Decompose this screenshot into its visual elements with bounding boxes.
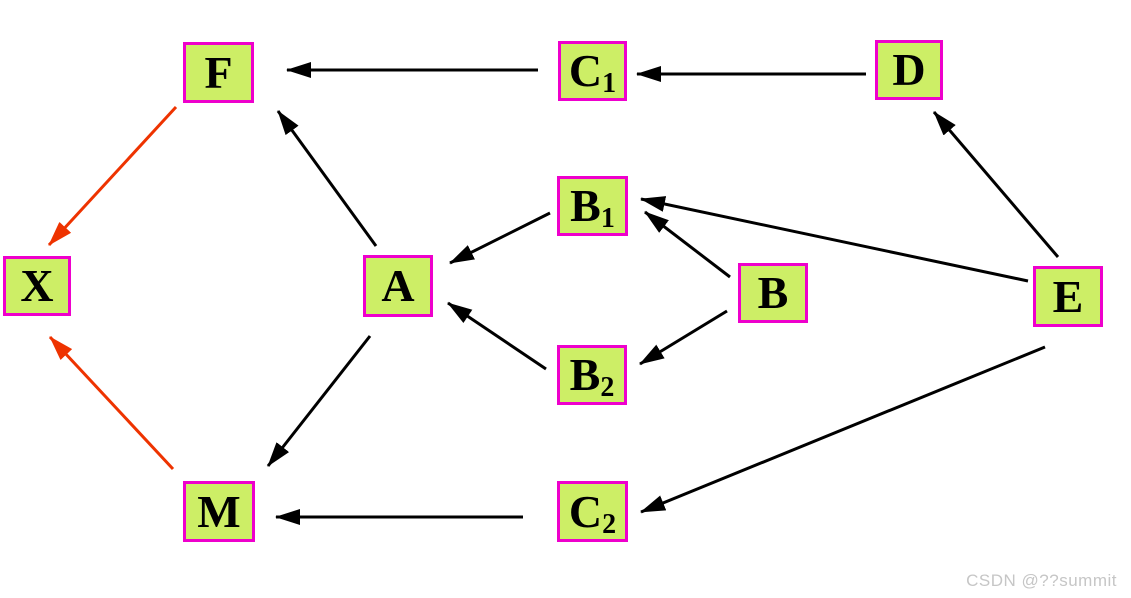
- node-label: A: [381, 260, 415, 311]
- edge-B-B1: [644, 210, 731, 279]
- node-label-subscript: 2: [602, 508, 617, 540]
- edge-B1-A: [449, 211, 551, 265]
- node-label: C: [568, 485, 603, 537]
- node-A: A: [363, 255, 433, 317]
- node-label: D: [892, 44, 926, 95]
- watermark: CSDN @??summit: [966, 571, 1117, 590]
- node-label: M: [197, 485, 241, 537]
- edge-B2-A: [447, 301, 547, 371]
- node-label: B: [569, 349, 601, 400]
- node-E: E: [1033, 266, 1103, 327]
- node-M: M: [183, 481, 255, 542]
- edge-E-B1: [640, 196, 1029, 283]
- edge-A-M: [266, 335, 372, 467]
- node-label: C: [568, 45, 603, 96]
- node-label: F: [204, 46, 233, 98]
- node-label-subscript: 1: [602, 68, 617, 99]
- node-label: X: [20, 260, 54, 311]
- edge-E-C2: [640, 345, 1046, 514]
- node-label: B: [570, 180, 601, 231]
- node-label: E: [1052, 270, 1084, 322]
- node-B: B: [738, 263, 808, 323]
- edge-F-X: [47, 105, 178, 247]
- edge-E-D: [932, 111, 1060, 258]
- node-label-subscript: 2: [600, 372, 615, 403]
- node-X: X: [3, 256, 71, 316]
- node-label: B: [757, 267, 789, 318]
- edge-B-B2: [639, 309, 728, 366]
- node-D: D: [875, 40, 943, 100]
- edge-M-X: [48, 335, 175, 471]
- edge-A-F: [276, 110, 378, 247]
- node-F: F: [183, 42, 254, 103]
- node-label-subscript: 1: [600, 203, 615, 234]
- edge-group: [47, 62, 1060, 525]
